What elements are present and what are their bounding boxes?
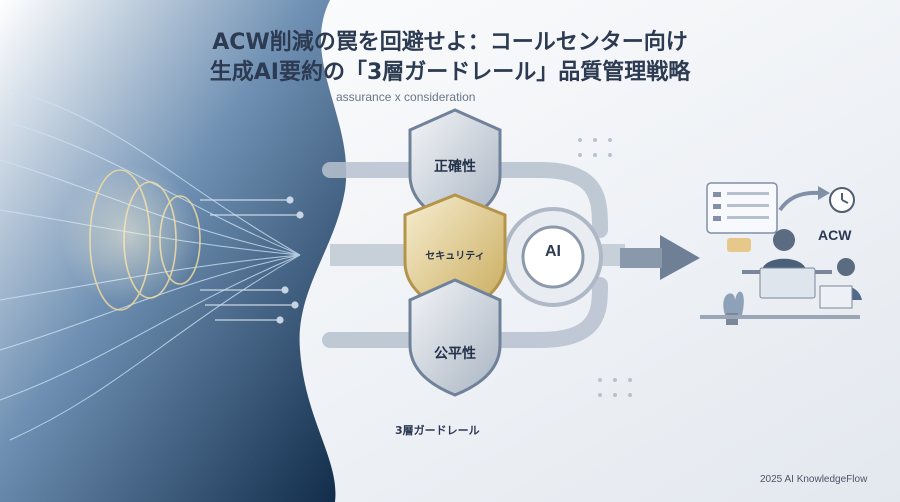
shield-label-fairness: 公平性 [434,346,476,362]
subtitle: assurance x consideration [336,90,476,104]
page-title: ACW削減の罠を回避せよ：コールセンター向け 生成AI要約の「3層ガードレール」… [150,28,750,88]
ai-chip-label: AI [545,243,561,260]
title-line-2: 生成AI要約の「3層ガードレール」品質管理戦略 [209,60,691,85]
title-line-1: ACW削減の罠を回避せよ：コールセンター向け [212,30,688,55]
acw-label: ACW [818,227,852,243]
shield-label-accuracy: 正確性 [434,159,476,175]
credit-text: 2025 AI KnowledgeFlow [760,474,868,485]
shield-label-security: セキュリティ [425,251,485,262]
guardrail-caption: 3層ガードレール [395,424,480,437]
